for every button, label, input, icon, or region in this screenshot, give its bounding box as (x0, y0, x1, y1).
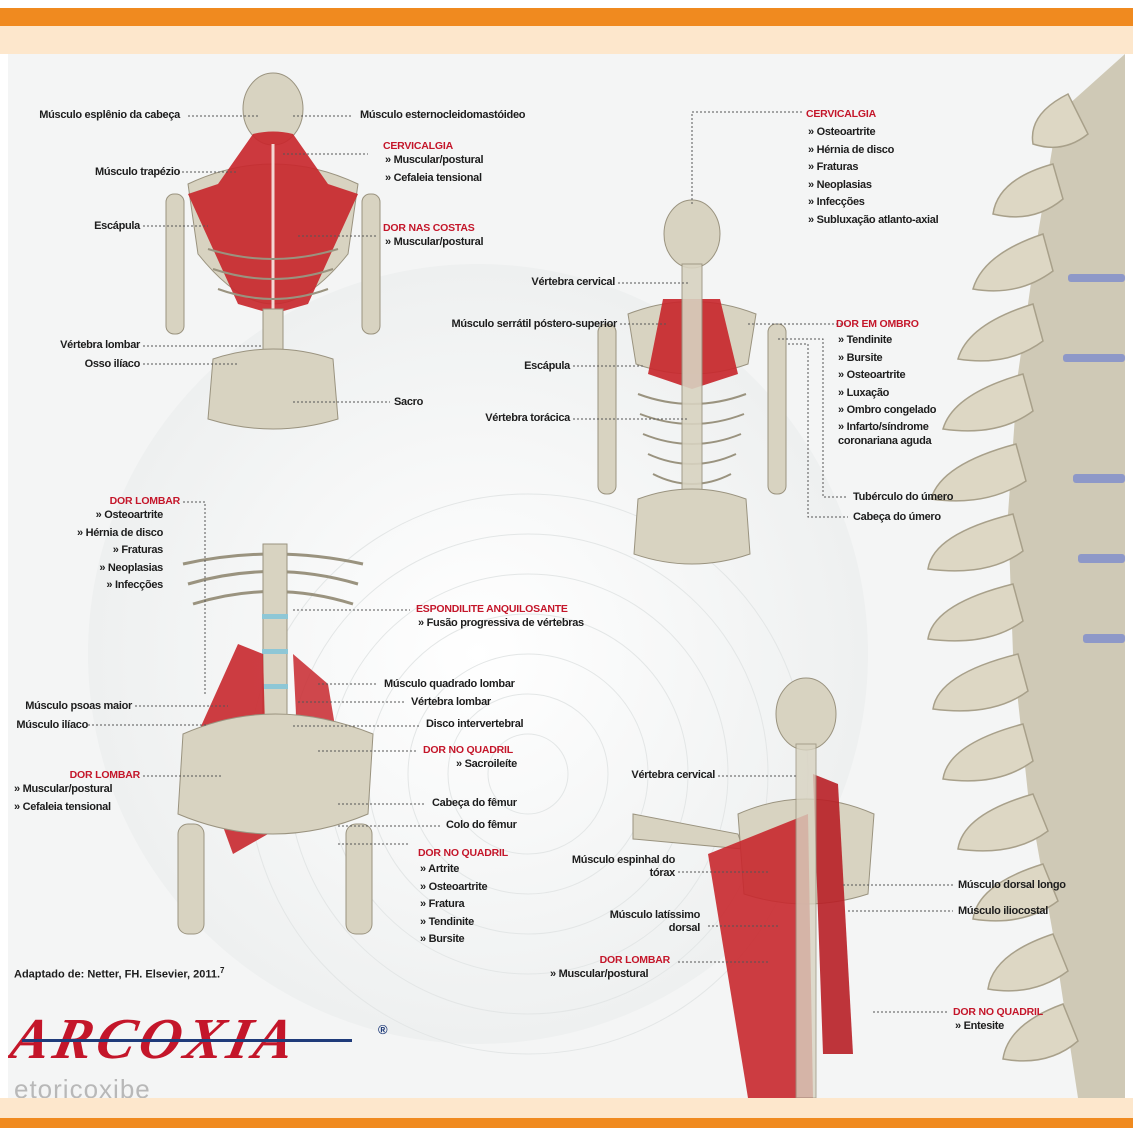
source-ref: 7 (220, 966, 224, 975)
label-escapula-2: Escápula (524, 360, 570, 373)
label-vertebra-lombar-3: Vértebra lombar (411, 696, 491, 709)
title-cervicalgia-2: CERVICALGIA (806, 108, 876, 121)
top-peach-band (0, 26, 1133, 54)
anatomy-illustration (8, 54, 1125, 1098)
label-serratil: Músculo serrátil póstero-superior (451, 318, 617, 331)
label-psoas-maior: Músculo psoas maior (25, 700, 132, 713)
label-vertebra-cervical-4: Vértebra cervical (631, 769, 715, 782)
list-item: Luxação (838, 385, 958, 403)
list-item: Muscular/postural (14, 781, 112, 799)
label-iliocostal: Músculo iliocostal (958, 905, 1048, 918)
list-dor-no-quadril-2: Artrite Osteoartrite Fratura Tendinite B… (420, 861, 487, 949)
list-item: Artrite (420, 861, 487, 879)
registered-mark: ® (378, 1022, 388, 1037)
label-cabeca-femur: Cabeça do fêmur (432, 797, 517, 810)
label-vertebra-lombar-1: Vértebra lombar (60, 339, 140, 352)
list-item: Cefaleia tensional (14, 799, 112, 817)
list-item: Tendinite (838, 332, 958, 350)
label-esplenio: Músculo esplênio da cabeça (39, 109, 180, 122)
list-item: Muscular/postural (550, 966, 648, 984)
title-dor-em-ombro: DOR EM OMBRO (836, 318, 919, 331)
label-escapula-1: Escápula (94, 220, 140, 233)
label-latissimo-dorsal: Músculo latíssimo dorsal (600, 909, 700, 935)
label-tuberculo-umero: Tubérculo do úmero (853, 491, 953, 504)
list-item: Hérnia de disco (808, 142, 938, 160)
list-dor-lombar-bottom: Muscular/postural Cefaleia tensional (14, 781, 112, 816)
label-espinhal-torax: Músculo espinhal do tórax (565, 854, 675, 880)
bottom-orange-band (0, 1118, 1133, 1128)
list-item: Subluxação atlanto-axial (808, 212, 938, 230)
list-item: Neoplasias (808, 177, 938, 195)
list-item: Osteoartrite (838, 367, 958, 385)
list-item: Cefaleia tensional (385, 170, 483, 188)
label-vertebra-toracica: Vértebra torácica (485, 412, 570, 425)
list-item: Muscular/postural (385, 234, 483, 252)
list-dor-nas-costas: Muscular/postural (385, 234, 483, 252)
list-item: Osteoartrite (808, 124, 938, 142)
list-item: Bursite (838, 350, 958, 368)
anatomy-canvas: Músculo esplênio da cabeça Músculo ester… (8, 54, 1125, 1098)
source-citation: Adaptado de: Netter, FH. Elsevier, 2011.… (14, 966, 224, 981)
list-item: Bursite (420, 931, 487, 949)
list-item: Osteoartrite (77, 507, 163, 525)
list-cervicalgia-1: Muscular/postural Cefaleia tensional (385, 152, 483, 187)
list-item: Fusão progressiva de vértebras (418, 615, 584, 633)
list-item: Neoplasias (77, 560, 163, 578)
label-esternocleidomastoideo: Músculo esternocleidomastóideo (360, 109, 525, 122)
label-sacro: Sacro (394, 396, 423, 409)
logo-subtitle: etoricoxibe (14, 1074, 151, 1098)
list-item: Infecções (77, 577, 163, 595)
list-item: Sacroileíte (456, 756, 517, 774)
list-cervicalgia-2: Osteoartrite Hérnia de disco Fraturas Ne… (808, 124, 938, 229)
label-vertebra-cervical-2: Vértebra cervical (531, 276, 615, 289)
list-item: Tendinite (420, 914, 487, 932)
label-cabeca-umero: Cabeça do úmero (853, 511, 941, 524)
list-dor-no-quadril-4: Entesite (955, 1018, 1004, 1036)
list-espondilite: Fusão progressiva de vértebras (418, 615, 584, 633)
list-dor-no-quadril-1: Sacroileíte (456, 756, 517, 774)
list-item: Hérnia de disco (77, 525, 163, 543)
list-item: Fratura (420, 896, 487, 914)
list-dor-lombar-top: Osteoartrite Hérnia de disco Fraturas Ne… (77, 507, 163, 595)
source-text: Adaptado de: Netter, FH. Elsevier, 2011. (14, 969, 220, 981)
label-colo-femur: Colo do fêmur (446, 819, 517, 832)
label-dorsal-longo: Músculo dorsal longo (958, 879, 1066, 892)
list-dor-lombar-4: Muscular/postural (550, 966, 648, 984)
list-item: Ombro congelado (838, 402, 958, 420)
label-disco-intervertebral: Disco intervertebral (426, 718, 523, 731)
bottom-peach-band (0, 1098, 1133, 1118)
list-item: Infecções (808, 194, 938, 212)
list-item: Muscular/postural (385, 152, 483, 170)
list-item: Fraturas (77, 542, 163, 560)
title-dor-no-quadril-2: DOR NO QUADRIL (418, 847, 508, 860)
list-item: Infarto/síndrome coronariana aguda (838, 420, 958, 448)
label-quadrado-lombar: Músculo quadrado lombar (384, 678, 515, 691)
list-dor-em-ombro: Tendinite Bursite Osteoartrite Luxação O… (838, 332, 958, 448)
label-musculo-iliaco: Músculo ilíaco (16, 719, 88, 732)
logo-underline (22, 1039, 352, 1042)
label-trapezio: Músculo trapézio (95, 166, 180, 179)
list-item: Fraturas (808, 159, 938, 177)
list-item: Osteoartrite (420, 879, 487, 897)
label-osso-iliaco: Osso ilíaco (85, 358, 140, 371)
list-item: Entesite (955, 1018, 1004, 1036)
top-orange-band (0, 8, 1133, 26)
large-spine-illustration (928, 54, 1125, 1098)
